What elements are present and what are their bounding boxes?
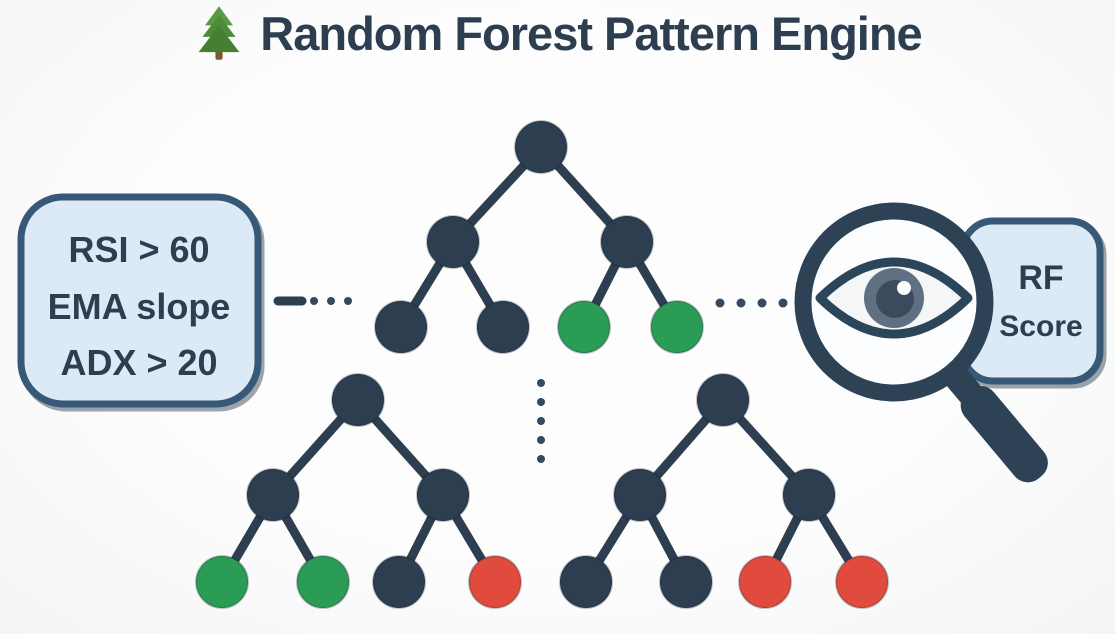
eye-icon bbox=[815, 257, 973, 339]
tree-leaf bbox=[650, 300, 704, 354]
tree-node-internal bbox=[782, 468, 836, 522]
tree-leaf bbox=[468, 555, 522, 609]
decision-tree-3 bbox=[559, 373, 889, 609]
tree-node-internal bbox=[426, 215, 480, 269]
tree-leaf bbox=[659, 555, 713, 609]
tree-node-root bbox=[514, 120, 568, 174]
output-connector-dots bbox=[715, 298, 788, 308]
magnifying-glass-eye-icon bbox=[794, 202, 1048, 483]
feature-line: EMA slope bbox=[48, 286, 231, 327]
feature-box-background bbox=[17, 193, 262, 408]
tree-node-internal bbox=[600, 215, 654, 269]
feature-line: RSI > 60 bbox=[68, 229, 209, 270]
tree-leaf bbox=[374, 300, 428, 354]
tree-node-internal bbox=[246, 468, 300, 522]
tree-bottom bbox=[198, 25, 240, 53]
tree-node-root bbox=[696, 373, 750, 427]
tree-node-root bbox=[331, 373, 385, 427]
more-trees-ellipsis bbox=[537, 379, 545, 463]
tree-leaf bbox=[372, 555, 426, 609]
feature-input-box: RSI > 60 EMA slope ADX > 20 bbox=[17, 193, 265, 412]
tree-node-internal bbox=[613, 468, 667, 522]
rf-score-label-top: RF bbox=[1018, 259, 1063, 297]
tree-leaf bbox=[476, 300, 530, 354]
decision-tree-2 bbox=[195, 373, 522, 609]
tree-leaf bbox=[835, 555, 889, 609]
tree-leaf bbox=[195, 555, 249, 609]
tree-leaf bbox=[296, 555, 350, 609]
tree-node-internal bbox=[416, 468, 470, 522]
decision-tree-1 bbox=[374, 120, 704, 354]
tree-leaf bbox=[557, 300, 611, 354]
feature-line: ADX > 20 bbox=[60, 342, 217, 383]
page-title-text: Random Forest Pattern Engine bbox=[260, 6, 922, 60]
tree-leaf bbox=[559, 555, 613, 609]
evergreen-tree-icon bbox=[198, 6, 240, 60]
rf-score-label-bottom: Score bbox=[999, 310, 1082, 343]
input-connector-dots bbox=[273, 296, 352, 306]
eye-highlight bbox=[897, 281, 911, 295]
tree-leaf bbox=[738, 555, 792, 609]
page-title: Random Forest Pattern Engine bbox=[0, 5, 1115, 61]
